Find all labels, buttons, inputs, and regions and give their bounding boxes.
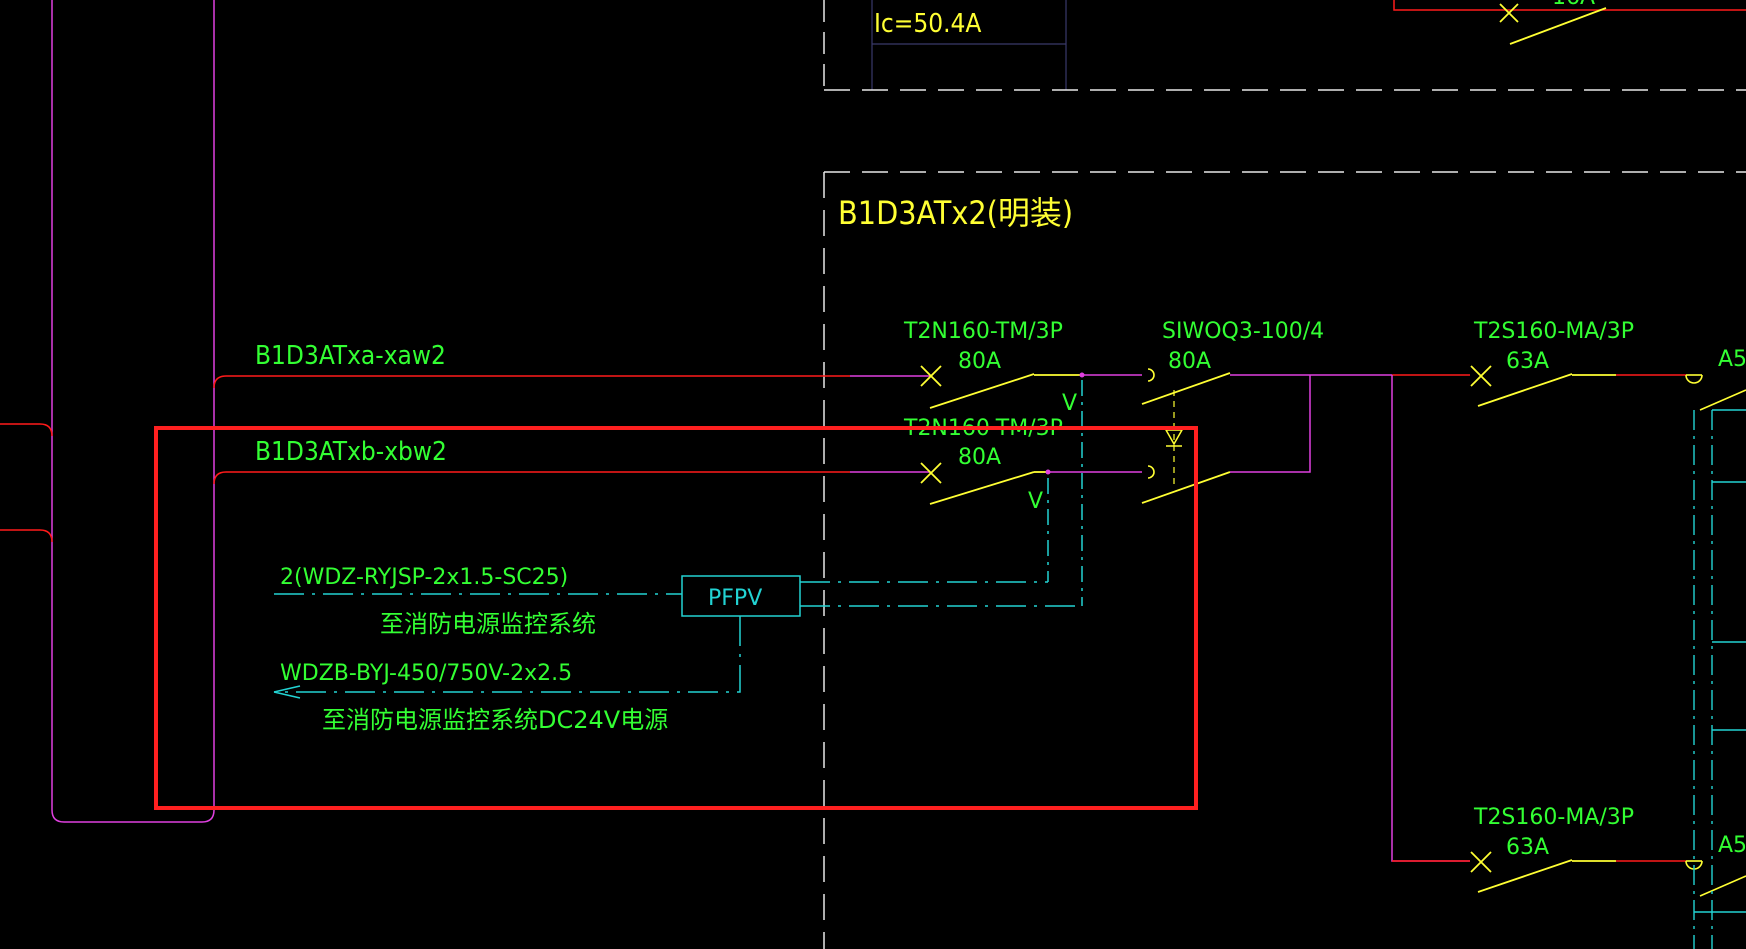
breaker-b-rating: 80A xyxy=(958,445,1001,470)
ats-rating: 80A xyxy=(1168,349,1211,374)
panel-title: B1D3ATx2(明装) xyxy=(838,194,1073,232)
panel-boundary xyxy=(823,171,1746,949)
outgoing-breaker-1-model: T2S160-MA/3P xyxy=(1473,319,1634,344)
breaker-a-symbol xyxy=(920,365,1142,409)
left-wiring xyxy=(0,0,215,823)
outgoing-breaker-2-rating: 63A xyxy=(1506,835,1549,860)
outgoing-breaker-1-rating: 63A xyxy=(1506,349,1549,374)
top-partial-panel xyxy=(823,0,1746,91)
control-lines xyxy=(800,380,1083,607)
voltage-mark-a: V xyxy=(1062,391,1077,416)
pfpv-device-label: PFPV xyxy=(708,586,762,611)
breaker-a-rating: 80A xyxy=(958,349,1001,374)
right-edge-partial-detail xyxy=(1693,389,1746,949)
breaker-a-model: T2N160-TM/3P xyxy=(903,319,1063,344)
outgoing-breaker-1-symbol xyxy=(1392,365,1703,407)
pfpv-wiring xyxy=(274,593,741,693)
ats-symbol xyxy=(1141,368,1392,504)
breaker-b-symbol xyxy=(920,462,1142,505)
feeder-b-wire xyxy=(213,471,930,485)
voltage-mark-b: V xyxy=(1028,489,1043,514)
dc-supply-arrow xyxy=(273,685,301,699)
feeder-b-label: B1D3ATxb-xbw2 xyxy=(255,437,447,467)
top-breaker-rating-partial: 16A xyxy=(1552,0,1595,10)
outgoing-breaker-2-symbol xyxy=(1391,375,1703,893)
monitor-cable-1: 2(WDZ-RYJSP-2x1.5-SC25) xyxy=(280,565,568,590)
monitor-cable-2-note: 至消防电源监控系统DC24V电源 xyxy=(322,706,668,734)
outgoing-breaker-2-model: T2S160-MA/3P xyxy=(1473,805,1634,830)
pfpv-device-box xyxy=(681,575,801,617)
feeder-a-label: B1D3ATxa-xaw2 xyxy=(255,341,446,371)
monitor-cable-2: WDZB-BYJ-450/750V-2x2.5 xyxy=(280,661,572,686)
monitor-cable-1-note: 至消防电源监控系统 xyxy=(380,610,596,638)
ats-model: SIWOQ3-100/4 xyxy=(1162,319,1324,344)
highlight-selection-box xyxy=(154,426,1198,810)
current-label: Ic=50.4A xyxy=(874,9,981,39)
feeder-a-wire xyxy=(213,375,930,389)
outgoing-2-clipped-label: A5 xyxy=(1718,833,1746,858)
outgoing-1-clipped-label: A5 xyxy=(1718,347,1746,372)
